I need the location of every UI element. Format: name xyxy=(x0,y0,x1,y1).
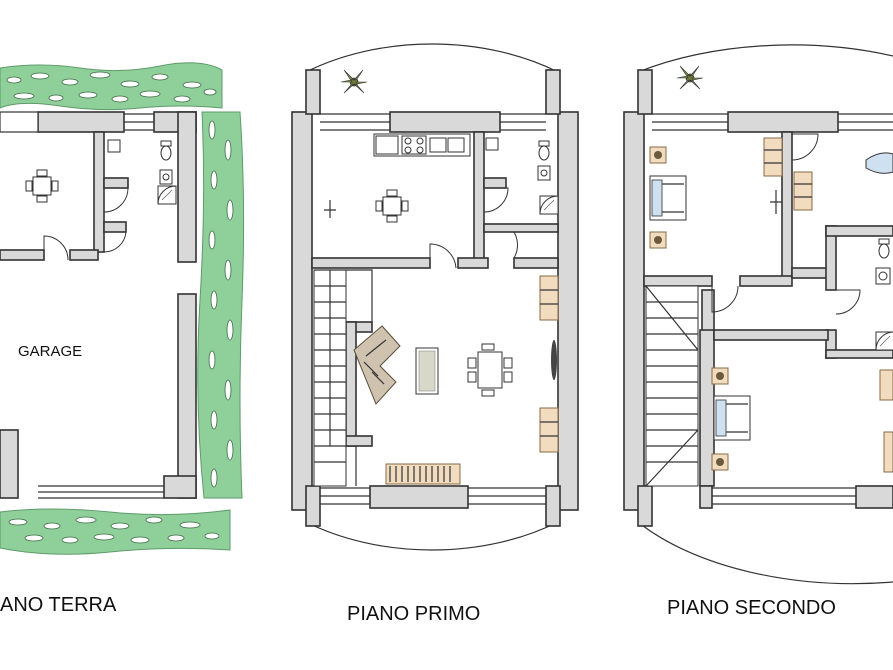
hedge-right xyxy=(197,111,245,499)
nightstand-icon xyxy=(649,146,667,164)
tv-icon xyxy=(770,190,782,214)
sink-icon xyxy=(875,267,891,285)
sideboard-icon xyxy=(385,463,461,485)
sofa-icon xyxy=(353,325,401,405)
plant-icon xyxy=(676,65,704,90)
stairs-icon xyxy=(645,285,699,487)
dining-table-icon xyxy=(25,169,59,203)
stairs-icon xyxy=(313,269,373,487)
second-floor-plan xyxy=(623,44,893,585)
ground-floor-plan xyxy=(0,62,245,555)
second-floor-title: PIANO SECONDO xyxy=(667,597,836,619)
sink-icon xyxy=(537,165,551,181)
toilet-icon xyxy=(878,238,890,259)
shower-icon xyxy=(157,185,177,205)
plant-icon xyxy=(340,69,368,94)
bookshelf-icon xyxy=(539,275,559,453)
nightstand-icon xyxy=(711,453,729,471)
bed-icon xyxy=(713,395,751,441)
bookshelf-icon xyxy=(879,369,893,473)
tv-icon xyxy=(324,200,336,218)
bookshelf-icon xyxy=(763,137,813,211)
ground-floor-title: ANO TERRA xyxy=(0,594,117,616)
kitchen-counter-icon xyxy=(373,133,471,157)
toilet-icon xyxy=(160,140,172,161)
garage-label: GARAGE xyxy=(18,343,83,360)
shower-icon xyxy=(539,195,559,215)
first-floor-title: PIANO PRIMO xyxy=(347,603,481,625)
shower-icon xyxy=(875,331,893,351)
dining-table-icon xyxy=(467,343,513,397)
bathtub-icon xyxy=(865,152,893,174)
sink-icon xyxy=(159,169,173,185)
tv-icon xyxy=(551,340,557,380)
coffee-table-icon xyxy=(415,347,439,395)
dining-table-icon xyxy=(375,189,409,223)
toilet-icon xyxy=(538,140,550,161)
nightstand-icon xyxy=(711,367,729,385)
hedge-top xyxy=(0,62,223,111)
nightstand-icon xyxy=(649,231,667,249)
first-floor-plan xyxy=(291,43,579,551)
bed-icon xyxy=(649,175,687,221)
hedge-bottom xyxy=(0,508,231,555)
